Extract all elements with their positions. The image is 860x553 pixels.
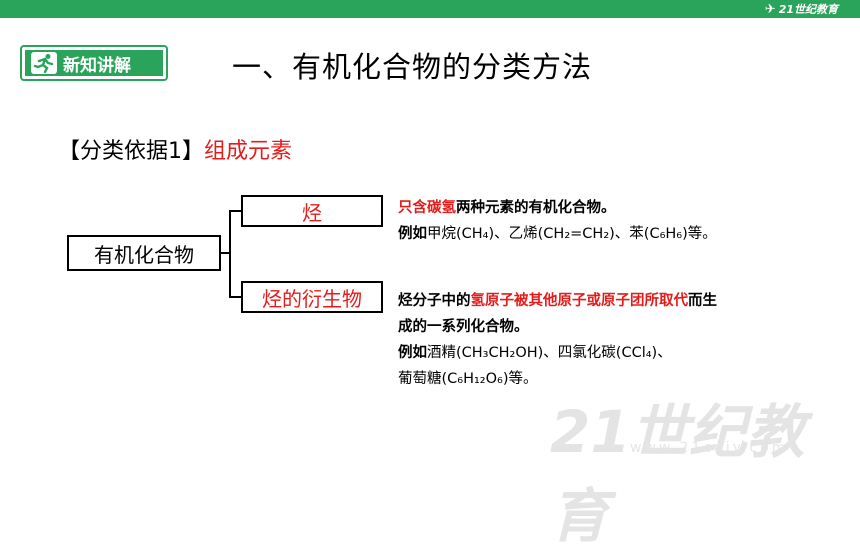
derivative-box: 烃的衍生物 <box>241 281 383 313</box>
classification-basis: 【分类依据1】组成元素 <box>58 133 292 165</box>
runner-logo-icon: ✈ <box>764 1 776 17</box>
hydrocarbon-def-highlight: 只含碳氢 <box>398 200 456 216</box>
page-title: 一、有机化合物的分类方法 <box>232 50 593 84</box>
derivative-example-line4: 葡萄糖(C₆H₁₂O₆)等。 <box>398 371 538 387</box>
hydrocarbon-example-text: 甲烷(CH₄)、乙烯(CH₂=CH₂)、苯(C₆H₆)等。 <box>427 226 717 242</box>
derivative-example-text: 酒精(CH₃CH₂OH)、四氯化碳(CCl₄)、 <box>427 345 672 361</box>
connector-root <box>221 252 231 254</box>
runner-icon <box>31 52 57 74</box>
brand-logo-text: 21世纪教育 <box>778 3 838 16</box>
watermark-url: www.21cnjy.com <box>630 440 789 456</box>
derivative-description: 烃分子中的氢原子被其他原子或原子团所取代而生 成的一系列化合物。 例如酒精(CH… <box>398 288 717 392</box>
derivative-example-prefix: 例如 <box>398 345 427 361</box>
hydrocarbon-def-text: 两种元素的有机化合物。 <box>456 200 616 216</box>
connector-vertical <box>229 210 231 298</box>
section-badge: 新知讲解 <box>20 45 168 81</box>
derivative-def-line2: 成的一系列化合物。 <box>398 319 529 335</box>
top-bar: ✈ 21世纪教育 <box>0 0 860 18</box>
derivative-def-b: 而生 <box>688 293 717 309</box>
derivative-def-highlight: 氢原子被其他原子或原子团所取代 <box>470 293 689 309</box>
basis-value: 组成元素 <box>204 139 293 164</box>
hydrocarbon-example-prefix: 例如 <box>398 226 427 242</box>
section-badge-label: 新知讲解 <box>63 55 131 76</box>
hydrocarbon-description: 只含碳氢两种元素的有机化合物。 例如甲烷(CH₄)、乙烯(CH₂=CH₂)、苯(… <box>398 195 717 247</box>
brand-logo: ✈ 21世纪教育 <box>765 1 838 17</box>
derivative-def-a: 烃分子中的 <box>398 293 471 309</box>
connector-derivative <box>229 296 241 298</box>
connector-hydrocarbon <box>229 210 241 212</box>
watermark: 21世纪教育 <box>550 398 805 550</box>
organic-compound-box: 有机化合物 <box>67 235 221 271</box>
hydrocarbon-box: 烃 <box>241 195 383 227</box>
basis-prefix: 【分类依据1】 <box>58 139 204 164</box>
